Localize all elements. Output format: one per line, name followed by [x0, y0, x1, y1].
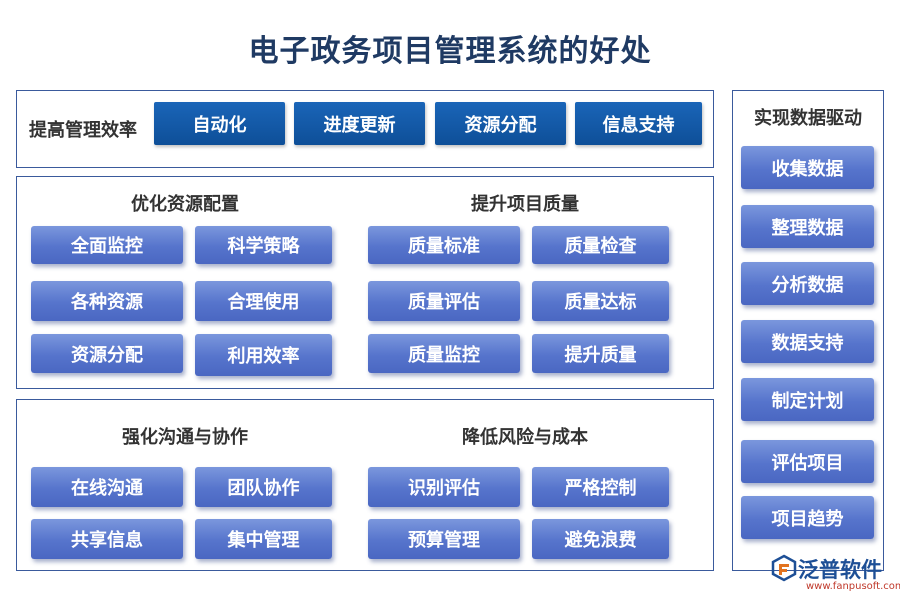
efficiency-item-automation[interactable]: 自动化: [154, 102, 285, 145]
fanpu-logo-icon: [771, 554, 797, 582]
resource-item[interactable]: 各种资源: [31, 281, 183, 321]
resource-item[interactable]: 全面监控: [31, 226, 183, 264]
communication-section-title: 强化沟通与协作: [122, 427, 248, 448]
data-driven-item[interactable]: 分析数据: [741, 262, 874, 305]
communication-item[interactable]: 共享信息: [31, 519, 183, 559]
quality-section-title: 提升项目质量: [471, 194, 579, 215]
data-driven-item[interactable]: 项目趋势: [741, 496, 874, 539]
efficiency-item-progress-update[interactable]: 进度更新: [294, 102, 425, 145]
efficiency-item-resource-allocation[interactable]: 资源分配: [435, 102, 566, 145]
data-driven-item[interactable]: 评估项目: [741, 440, 874, 483]
efficiency-label: 提高管理效率: [29, 120, 137, 141]
data-driven-item[interactable]: 数据支持: [741, 320, 874, 363]
data-driven-title: 实现数据驱动: [754, 108, 862, 129]
data-driven-item[interactable]: 制定计划: [741, 378, 874, 421]
risk-item[interactable]: 严格控制: [532, 467, 669, 507]
risk-section-title: 降低风险与成本: [462, 427, 588, 448]
quality-item[interactable]: 质量达标: [532, 281, 669, 321]
resource-item[interactable]: 合理使用: [195, 281, 332, 321]
efficiency-item-info-support[interactable]: 信息支持: [575, 102, 702, 145]
resource-item[interactable]: 利用效率: [195, 334, 332, 376]
communication-item[interactable]: 团队协作: [195, 467, 332, 507]
quality-item[interactable]: 质量检查: [532, 226, 669, 264]
quality-item[interactable]: 质量评估: [368, 281, 520, 321]
resource-item[interactable]: 科学策略: [195, 226, 332, 264]
brand-logo: 泛普软件 www.fanpusoft.com: [770, 552, 900, 598]
risk-item[interactable]: 避免浪费: [532, 519, 669, 559]
quality-item[interactable]: 提升质量: [532, 334, 669, 373]
data-driven-item[interactable]: 整理数据: [741, 205, 874, 248]
logo-name: 泛普软件: [798, 558, 882, 582]
resource-section-title: 优化资源配置: [131, 194, 239, 215]
communication-item[interactable]: 在线沟通: [31, 467, 183, 507]
communication-item[interactable]: 集中管理: [195, 519, 332, 559]
data-driven-item[interactable]: 收集数据: [741, 146, 874, 189]
quality-item[interactable]: 质量标准: [368, 226, 520, 264]
resource-item[interactable]: 资源分配: [31, 334, 183, 373]
page-title: 电子政务项目管理系统的好处: [248, 34, 652, 69]
risk-item[interactable]: 识别评估: [368, 467, 520, 507]
risk-item[interactable]: 预算管理: [368, 519, 520, 559]
quality-item[interactable]: 质量监控: [368, 334, 520, 373]
logo-url: www.fanpusoft.com: [806, 581, 900, 592]
